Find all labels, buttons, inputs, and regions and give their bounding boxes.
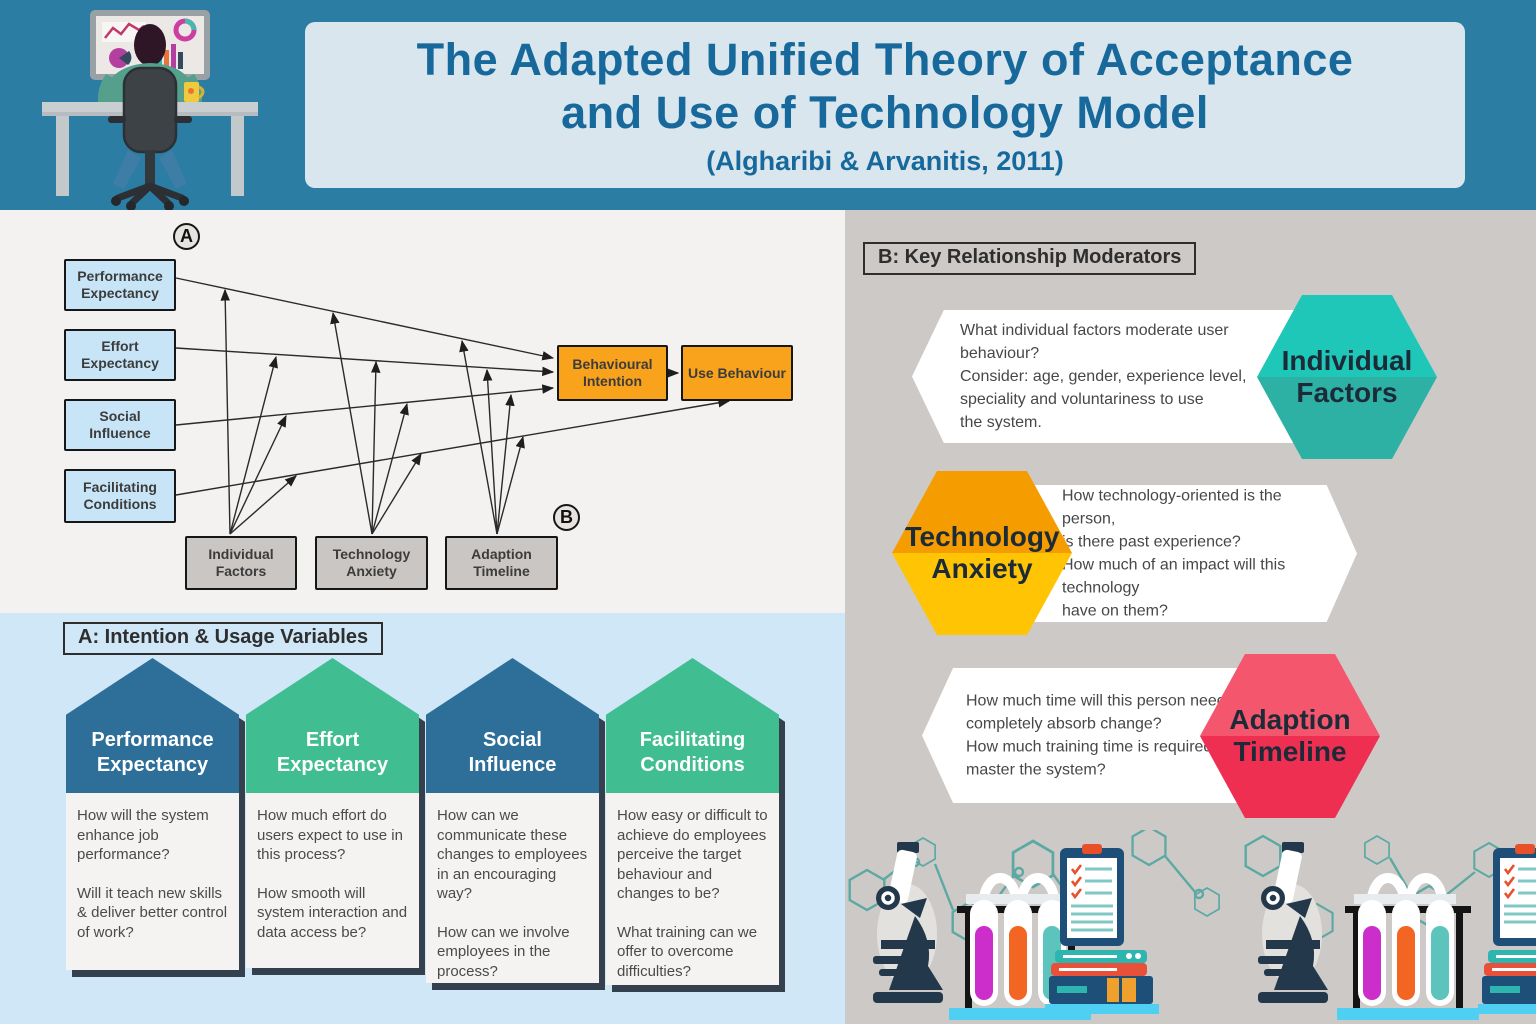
column-title: Facilitating Conditions [639,729,746,776]
box-behavioural-intention: Behavioural Intention [557,345,668,401]
column-paragraph: How much effort do users expect to use i… [257,807,403,863]
column-body: How much effort do users expect to use i… [246,793,419,968]
books-icon [1045,950,1159,1014]
microscope-icon [873,842,943,1003]
model-diagram-panel: A B Performance Expectancy Effort Expect… [0,210,845,613]
column-performance-expectancy: Performance Expectancy How will the syst… [66,658,239,970]
column-body: How can we communicate these changes to … [426,793,599,983]
column-title: Social Influence [468,729,557,776]
lab-equipment-group [873,842,1159,1020]
column-facilitating-conditions: Facilitating Conditions How easy or diff… [606,658,779,985]
page-subtitle: (Algharibi & Arvanitis, 2011) [706,146,1064,177]
variable-columns: Performance Expectancy How will the syst… [66,658,779,985]
technology-anxiety-question: How technology-oriented is the person, i… [1062,486,1286,620]
test-tubes-icon [1337,873,1479,1020]
intention-usage-panel: A: Intention & Usage Variables Performan… [0,613,845,1024]
column-paragraph: How smooth will system interaction and d… [257,884,408,941]
column-paragraph: Will it teach new skills & deliver bette… [77,884,228,941]
adaption-timeline-hexagon: Adaption Timeline [1200,654,1380,818]
office-chair-icon [108,66,192,210]
label-b-circle: B [553,504,580,531]
clipboard-icon [1060,844,1124,946]
moderators-panel: B: Key Relationship Moderators What indi… [845,210,1536,1024]
lab-equipment-group [1258,842,1536,1020]
technology-anxiety-label: Technology Anxiety [904,520,1060,584]
box-effort-expectancy: Effort Expectancy [64,329,176,381]
column-social-influence: Social Influence How can we communicate … [426,658,599,983]
column-title: Performance Expectancy [91,729,214,776]
column-title: Effort Expectancy [276,729,389,776]
adaption-timeline-label: Adaption Timeline [1229,703,1351,767]
person-at-computer-illustration [42,10,258,210]
title-box: The Adapted Unified Theory of Acceptance… [305,22,1465,188]
box-facilitating-conditions: Facilitating Conditions [64,469,176,523]
mug-icon [184,82,205,102]
column-paragraph: What training can we offer to overcome d… [617,923,758,980]
column-roof: Effort Expectancy [246,658,419,793]
box-adaption-timeline: Adaption Timeline [445,536,558,590]
lab-illustration [848,830,1536,1020]
column-paragraph: How can we involve employees in the proc… [437,923,570,980]
column-body: How will the system enhance job performa… [66,793,239,970]
column-effort-expectancy: Effort Expectancy How much effort do use… [246,658,419,968]
individual-factors-label: Individual Factors [1281,344,1413,408]
individual-factors-question: What individual factors moderate user be… [960,321,1247,432]
header-band: The Adapted Unified Theory of Acceptance… [0,0,1536,210]
column-paragraph: How will the system enhance job performa… [77,807,209,863]
section-a-heading: A: Intention & Usage Variables [63,622,384,655]
page-title: The Adapted Unified Theory of Acceptance… [416,33,1354,138]
books-icon [1478,950,1536,1014]
box-individual-factors: Individual Factors [185,536,297,590]
column-roof: Performance Expectancy [66,658,239,793]
microscope-icon [1258,842,1328,1003]
column-roof: Social Influence [426,658,599,793]
box-use-behaviour: Use Behaviour [681,345,793,401]
individual-factors-question-banner: What individual factors moderate user be… [912,310,1310,443]
column-paragraph: How can we communicate these changes to … [437,807,588,902]
section-b-heading: B: Key Relationship Moderators [863,242,1197,275]
column-paragraph: How easy or difficult to achieve do empl… [617,807,768,902]
column-roof: Facilitating Conditions [606,658,779,793]
clipboard-icon [1493,844,1536,946]
box-social-influence: Social Influence [64,399,176,451]
box-technology-anxiety: Technology Anxiety [315,536,428,590]
label-a-circle: A [173,223,200,250]
relationship-arrows [175,277,731,535]
column-body: How easy or difficult to achieve do empl… [606,793,779,985]
box-performance-expectancy: Performance Expectancy [64,259,176,311]
